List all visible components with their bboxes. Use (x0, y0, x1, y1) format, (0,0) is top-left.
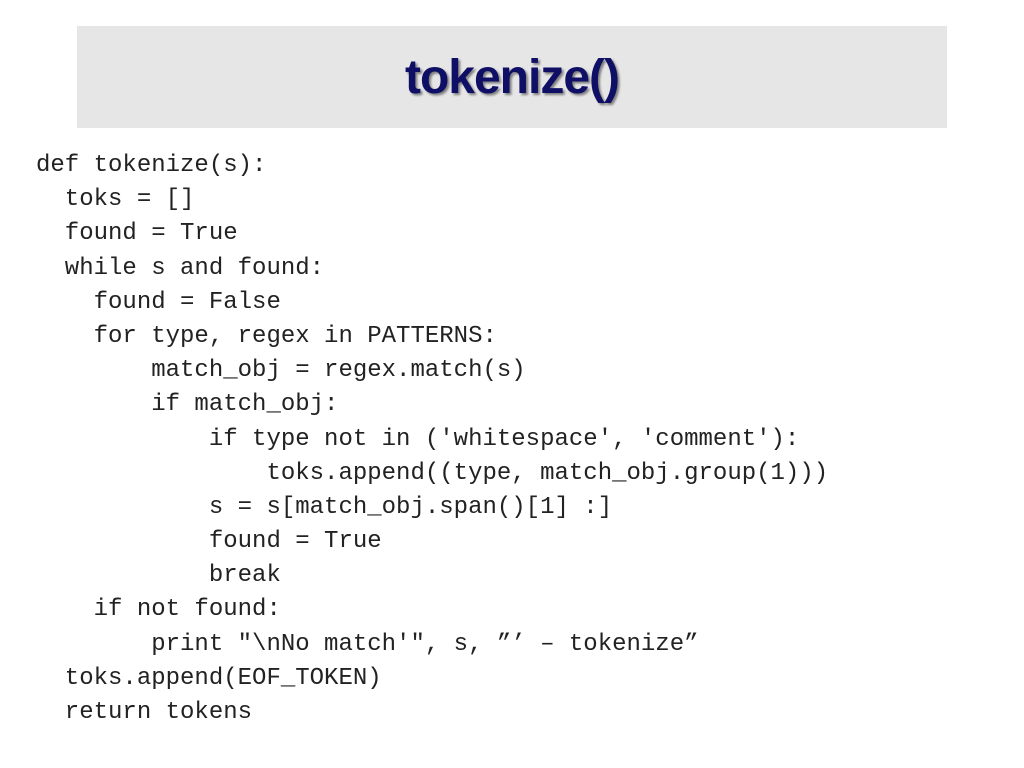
code-line: found = False (36, 288, 281, 316)
slide-title: tokenize() (404, 51, 620, 104)
code-line: break (36, 562, 281, 590)
code-line: found = True (36, 528, 382, 556)
code-line: toks.append(EOF_TOKEN) (36, 664, 382, 692)
code-line: if not found: (36, 596, 281, 624)
code-line: s = s[match_obj.span()[1] :] (36, 493, 613, 521)
code-line: toks = [] (36, 186, 195, 214)
code-line: while s and found: (36, 254, 325, 282)
code-block: def tokenize(s): toks = [] found = True … (36, 149, 828, 730)
code-line: match_obj = regex.match(s) (36, 357, 526, 385)
code-line: return tokens (36, 699, 253, 726)
code-line: for type, regex in PATTERNS: (36, 322, 497, 350)
title-bar: tokenize() (77, 26, 947, 128)
code-line: found = True (36, 220, 238, 248)
code-line: if type not in ('whitespace', 'comment')… (36, 425, 800, 453)
code-line: if match_obj: (36, 391, 339, 419)
code-line: print "\nNo match'", s, ”’ – tokenize” (36, 630, 699, 658)
code-line: def tokenize(s): (36, 152, 267, 179)
code-line: toks.append((type, match_obj.group(1))) (36, 459, 829, 487)
